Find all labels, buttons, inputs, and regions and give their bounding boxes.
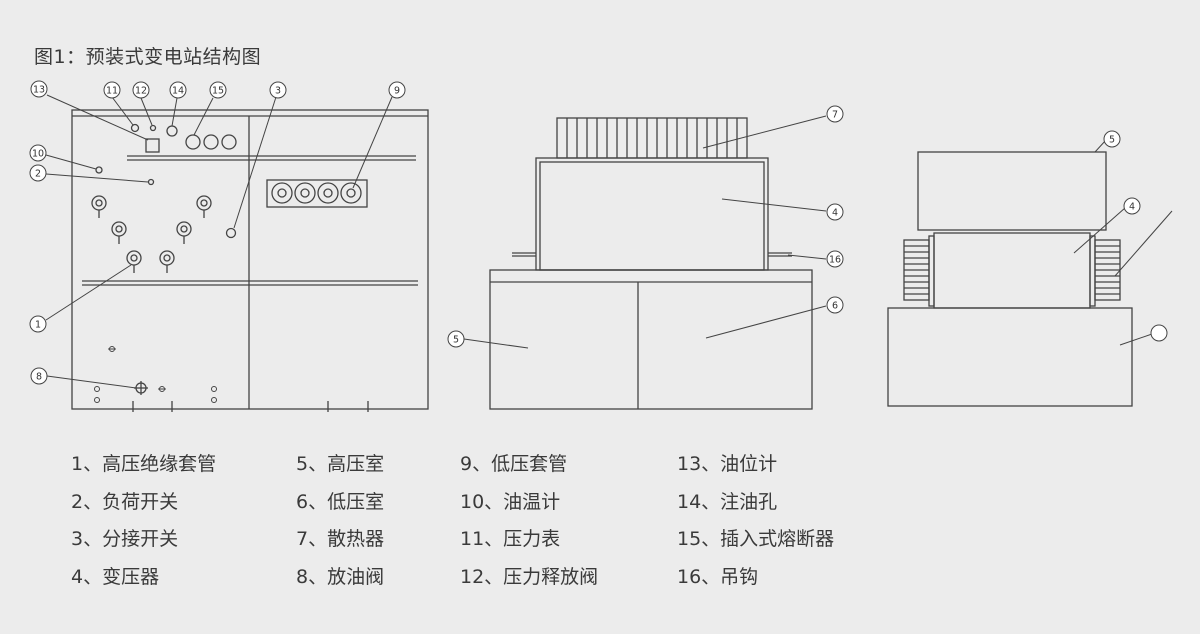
tap-changer — [225, 227, 237, 239]
front-view — [71, 109, 429, 412]
legend-item-8: 8、放油阀 — [296, 566, 385, 588]
plug-in-fuse-3 — [221, 134, 237, 150]
end-radiator-right — [1094, 239, 1121, 301]
oil-filler-hole — [166, 125, 178, 137]
end-transformer — [928, 232, 1096, 309]
callout-blank — [1150, 324, 1168, 342]
end-view — [887, 151, 1133, 407]
legend-item-6: 6、低压室 — [296, 491, 385, 513]
callout-14: 14 — [169, 81, 187, 99]
legend-item-3: 3、分接开关 — [71, 528, 179, 550]
callout-12: 12 — [132, 81, 150, 99]
callout-16: 16 — [826, 250, 844, 268]
plug-in-fuse-1 — [185, 134, 201, 150]
svg-text:10: 10 — [32, 149, 44, 160]
hv-bushing-4 — [159, 250, 175, 273]
svg-text:9: 9 — [394, 86, 400, 97]
end-radiator-left — [903, 239, 930, 301]
hv-bushing-3 — [126, 250, 142, 273]
svg-text:5: 5 — [1109, 135, 1115, 146]
hv-bushing-2 — [111, 221, 127, 244]
hv-bushing-5 — [176, 221, 192, 244]
oil-drain-valve — [134, 381, 148, 395]
svg-text:14: 14 — [172, 86, 184, 97]
legend-item-2: 2、负荷开关 — [71, 491, 179, 513]
legend-item-11: 11、压力表 — [460, 528, 561, 550]
callout-6: 6 — [826, 296, 844, 314]
callout-13: 13 — [30, 80, 48, 98]
svg-text:7: 7 — [832, 110, 838, 121]
callout-1: 1 — [29, 315, 47, 333]
pressure-relief-valve — [149, 124, 157, 132]
legend-item-13: 13、油位计 — [677, 453, 778, 475]
end-upper-compartment — [917, 151, 1107, 231]
callout-2: 2 — [29, 164, 47, 182]
front-cabinet — [71, 109, 429, 410]
transformer-tank — [535, 157, 769, 271]
svg-text:12: 12 — [135, 86, 147, 97]
callout-3: 3 — [269, 81, 287, 99]
hv-bushing-1 — [91, 195, 107, 218]
legend-item-16: 16、吊钩 — [677, 566, 759, 588]
callout-4a: 4 — [826, 203, 844, 221]
callouts: 13 11 12 14 15 3 9 10 2 1 8 7 4 16 6 5 5… — [29, 80, 1168, 385]
callout-11: 11 — [103, 81, 121, 99]
end-base-cabinet — [887, 307, 1133, 407]
callout-8: 8 — [30, 367, 48, 385]
svg-text:6: 6 — [832, 301, 838, 312]
legend-item-4: 4、变压器 — [71, 566, 160, 588]
side-view — [489, 117, 813, 410]
svg-text:13: 13 — [33, 85, 45, 96]
svg-text:4: 4 — [1129, 202, 1135, 213]
legend-item-7: 7、散热器 — [296, 528, 385, 550]
legend-item-5: 5、高压室 — [296, 453, 385, 475]
oil-thermometer — [95, 166, 103, 174]
legend-item-14: 14、注油孔 — [677, 491, 778, 513]
legend-item-10: 10、油温计 — [460, 491, 561, 513]
callout-10: 10 — [29, 144, 47, 162]
svg-text:4: 4 — [832, 208, 838, 219]
legend-item-1: 1、高压绝缘套管 — [71, 453, 217, 475]
callout-4b: 4 — [1123, 197, 1141, 215]
svg-text:3: 3 — [275, 86, 281, 97]
legend-item-15: 15、插入式熔断器 — [677, 528, 835, 550]
legend-item-12: 12、压力释放阀 — [460, 566, 599, 588]
pressure-gauge — [130, 123, 140, 133]
svg-text:11: 11 — [106, 86, 118, 97]
svg-text:8: 8 — [36, 372, 42, 383]
legend-item-9: 9、低压套管 — [460, 453, 568, 475]
lv-bushings — [266, 179, 368, 208]
lifting-hook — [512, 252, 792, 257]
svg-text:15: 15 — [212, 86, 224, 97]
leader-lines — [45, 94, 1173, 389]
svg-text:2: 2 — [35, 169, 41, 180]
hv-bushing-6 — [196, 195, 212, 218]
svg-text:16: 16 — [829, 255, 841, 266]
callout-9: 9 — [388, 81, 406, 99]
side-base-cabinet — [489, 269, 813, 410]
callout-7: 7 — [826, 105, 844, 123]
svg-text:1: 1 — [35, 320, 41, 331]
callout-15: 15 — [209, 81, 227, 99]
callout-5a: 5 — [447, 330, 465, 348]
load-switch — [147, 178, 155, 186]
oil-level-gauge — [145, 138, 160, 153]
figure-title: 图1：预装式变电站结构图 — [34, 46, 262, 68]
svg-text:5: 5 — [453, 335, 459, 346]
radiator — [556, 117, 748, 159]
callout-5b: 5 — [1103, 130, 1121, 148]
plug-in-fuse-2 — [203, 134, 219, 150]
